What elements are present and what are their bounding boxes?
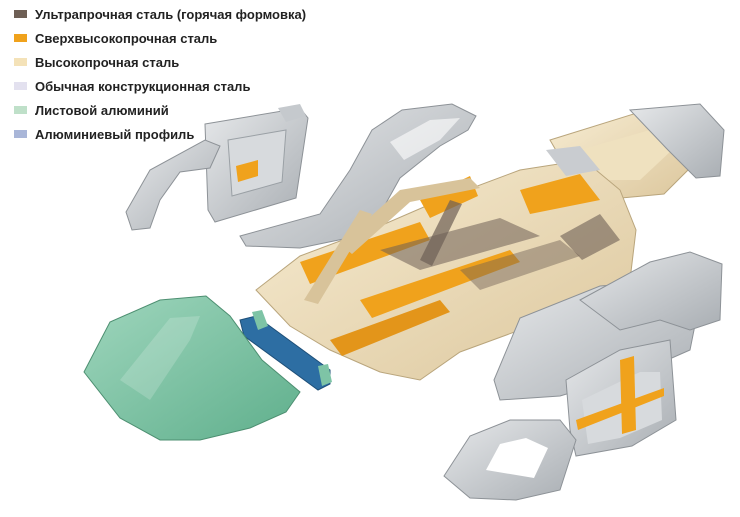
material-legend: Ультрапрочная сталь (горячая формовка) С… bbox=[14, 6, 306, 142]
legend-label: Обычная конструкционная сталь bbox=[35, 78, 251, 94]
legend-swatch bbox=[14, 82, 27, 90]
legend-item-aluminium-profile: Алюминиевый профиль bbox=[14, 126, 306, 142]
legend-label: Листовой алюминий bbox=[35, 102, 169, 118]
trunk-lid-outer-panel bbox=[628, 103, 725, 179]
legend-item-ultra-high-strength-steel: Сверхвысокопрочная сталь bbox=[14, 30, 306, 46]
legend-swatch bbox=[14, 58, 27, 66]
front-fender-left bbox=[125, 139, 221, 231]
hood-panel bbox=[83, 295, 301, 441]
body-in-white-structure bbox=[255, 146, 637, 381]
legend-swatch bbox=[14, 106, 27, 114]
legend-swatch bbox=[14, 10, 27, 18]
legend-swatch bbox=[14, 130, 27, 138]
rear-quarter-panel bbox=[579, 251, 723, 331]
legend-label: Алюминиевый профиль bbox=[35, 126, 195, 142]
door-inner-panel bbox=[565, 339, 677, 457]
legend-label: Ультрапрочная сталь (горячая формовка) bbox=[35, 6, 307, 22]
legend-item-hot-formed-steel: Ультрапрочная сталь (горячая формовка) bbox=[14, 6, 306, 22]
legend-item-mild-steel: Обычная конструкционная сталь bbox=[14, 78, 306, 94]
legend-label: Сверхвысокопрочная сталь bbox=[35, 30, 218, 46]
front-bumper-beam bbox=[239, 310, 332, 391]
legend-item-sheet-aluminium: Листовой алюминий bbox=[14, 102, 306, 118]
legend-label: Высокопрочная сталь bbox=[35, 54, 180, 70]
body-side-outer-panel bbox=[239, 103, 477, 249]
legend-swatch bbox=[14, 34, 27, 42]
front-door-inner-panel bbox=[204, 104, 309, 223]
legend-item-high-strength-steel: Высокопрочная сталь bbox=[14, 54, 306, 70]
front-fender-right bbox=[443, 419, 577, 501]
